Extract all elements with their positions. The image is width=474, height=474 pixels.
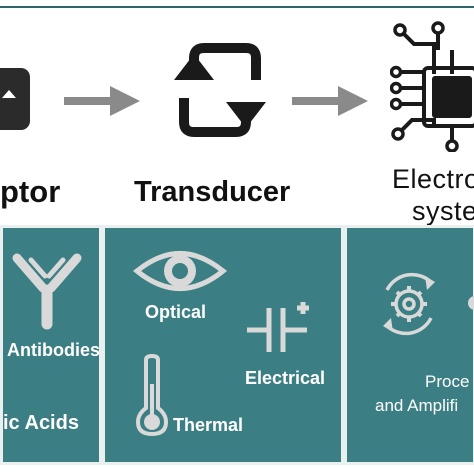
capacitor-icon — [247, 302, 309, 352]
dot-icon — [468, 296, 474, 310]
processor-chip-icon — [390, 21, 474, 152]
antibodies-label: Antibodies — [7, 340, 100, 360]
eye-icon — [133, 251, 227, 291]
transducer-panel: Optical Electrical Thermal — [102, 225, 344, 465]
top-border-line — [0, 6, 474, 8]
arrow-right-icon — [292, 86, 368, 116]
receptor-heading: ptor — [0, 174, 61, 209]
receptor-panel: Antibodies ic Acids — [0, 225, 102, 465]
optical-label: Optical — [145, 302, 207, 322]
gear-cycle-icon — [383, 272, 435, 336]
arrow-right-icon — [64, 86, 140, 116]
thermal-label: Thermal — [173, 415, 244, 435]
electronic-heading-line2: syste — [412, 196, 474, 226]
receptor-chip-icon — [0, 68, 30, 130]
amplification-label: and Amplifi — [375, 396, 459, 415]
processing-label: Proce — [425, 372, 470, 391]
electrical-label: Electrical — [245, 368, 326, 388]
transducer-heading: Transducer — [134, 176, 291, 208]
electronic-panel: Proce and Amplifi — [344, 225, 474, 465]
antibody-icon — [12, 253, 82, 330]
refresh-cycle-icon — [174, 43, 266, 137]
thermometer-icon — [135, 354, 169, 436]
electronic-heading-line1: Electro — [392, 164, 474, 194]
nucleic-acids-label: ic Acids — [3, 412, 79, 434]
